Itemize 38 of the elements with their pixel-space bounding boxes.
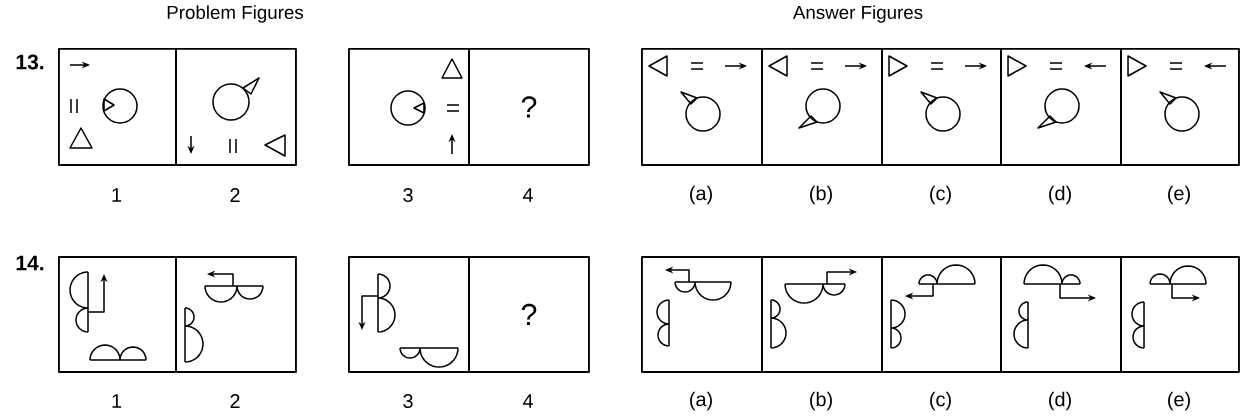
figure-cell xyxy=(641,48,763,166)
figure-number: 2 xyxy=(230,188,240,202)
figure-number: (c) xyxy=(930,391,951,411)
figure-cell xyxy=(761,48,883,166)
figure-number: 1 xyxy=(112,394,122,408)
figure-cell xyxy=(761,256,883,373)
figure-cell xyxy=(348,48,470,166)
figure-number: (b) xyxy=(810,185,832,205)
figure-number: (d) xyxy=(1049,391,1071,411)
figure-number: (a) xyxy=(690,185,712,205)
figure-number: 3 xyxy=(403,393,413,409)
figure-cell xyxy=(641,256,763,373)
figure-number: 2 xyxy=(230,394,240,408)
figure-number: (d) xyxy=(1049,185,1071,205)
figure-number: 4 xyxy=(522,188,533,202)
figure-number: 3 xyxy=(403,187,413,203)
figure-number: (e) xyxy=(1168,391,1190,411)
heading: Answer Figures xyxy=(792,5,923,23)
figure-cell xyxy=(881,48,1002,166)
figure-cell: ? xyxy=(468,256,590,373)
figure-number: (c) xyxy=(930,185,951,205)
figure-cell xyxy=(58,256,177,373)
figure-number: (b) xyxy=(810,391,832,411)
figure-cell xyxy=(175,256,297,373)
figure-number: 1 xyxy=(112,188,122,202)
figure-number: 4 xyxy=(522,394,533,408)
figure-cell xyxy=(175,48,297,166)
figure-cell xyxy=(58,48,177,166)
figure-number: (e) xyxy=(1168,185,1190,205)
figure-cell xyxy=(1000,256,1122,373)
figure-number: (a) xyxy=(690,391,712,411)
figure-cell xyxy=(1000,48,1122,166)
figure-cell xyxy=(881,256,1002,373)
figure-cell: ? xyxy=(468,48,590,166)
figure-cell xyxy=(1120,256,1240,373)
figure-cell xyxy=(1120,48,1240,166)
heading: Problem Figures xyxy=(167,5,304,23)
figure-cell xyxy=(348,256,470,373)
